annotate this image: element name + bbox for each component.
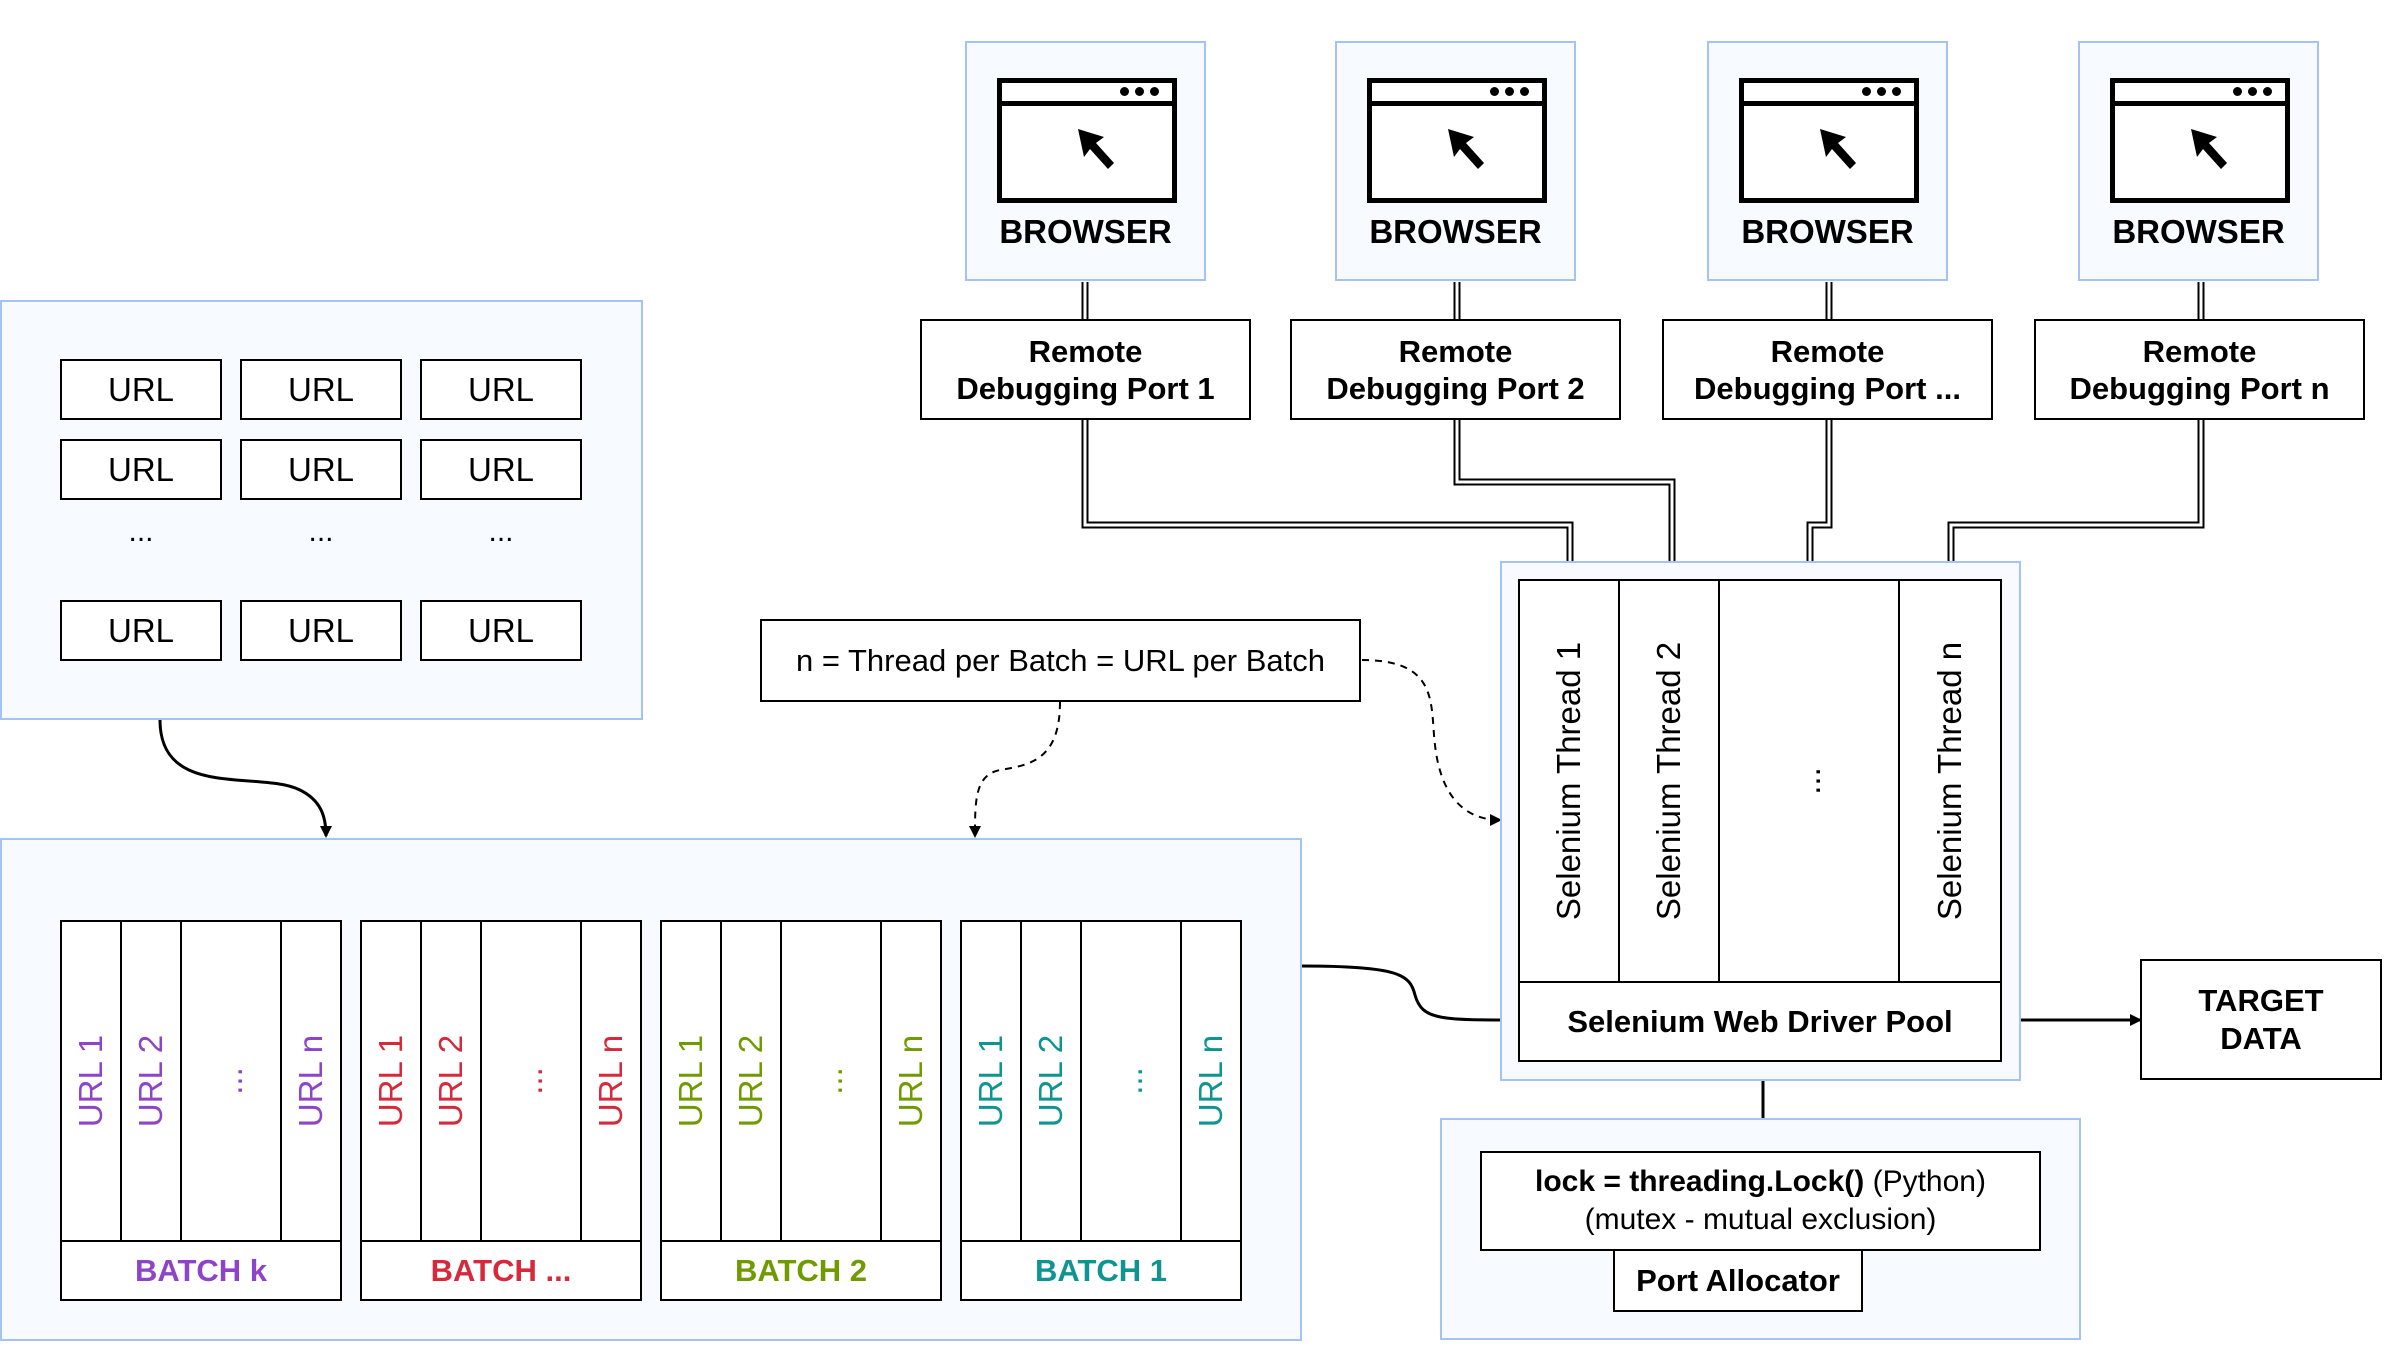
- browser-label: BROWSER: [999, 213, 1172, 250]
- batch-url-column: ...: [1082, 922, 1182, 1240]
- selenium-thread: Selenium Thread 2: [1620, 581, 1720, 981]
- target-data: TARGET DATA: [2140, 959, 2382, 1080]
- cursor-arrow-icon: [2191, 129, 2227, 169]
- remote-debugging-port-1: Remote Debugging Port 1: [920, 319, 1251, 420]
- pool-title: Selenium Web Driver Pool: [1520, 981, 2000, 1060]
- url-cell: URL: [60, 359, 222, 420]
- remote-debugging-port-3: Remote Debugging Port ...: [1662, 319, 1993, 420]
- url-cell: URL: [60, 600, 222, 661]
- batch-url-column: URL 2: [122, 922, 182, 1240]
- lock-code: lock = threading.Lock(): [1535, 1165, 1865, 1198]
- batch-url-column: URL 2: [722, 922, 782, 1240]
- batch-name: BATCH ...: [362, 1240, 640, 1299]
- browser-window-icon: [997, 78, 1177, 203]
- batch-url-column: ...: [782, 922, 882, 1240]
- browser-1: BROWSER: [965, 41, 1206, 281]
- batch-url-column: URL 1: [962, 922, 1022, 1240]
- batch-url-column: URL n: [592, 1034, 630, 1128]
- url-ellipsis: ...: [128, 515, 154, 548]
- batch-url-column: URL 2: [1022, 922, 1082, 1240]
- browser-3: BROWSER: [1707, 41, 1948, 281]
- cursor-arrow-icon: [1078, 129, 1114, 169]
- arrow-urls-to-batches: [158, 719, 332, 838]
- lock-lang: (Python): [1864, 1165, 1986, 1198]
- remote-debugging-port-4: Remote Debugging Port n: [2034, 319, 2365, 420]
- url-cell: URL: [420, 359, 582, 420]
- browser-window-icon: [1367, 78, 1547, 203]
- browser-4: BROWSER: [2078, 41, 2319, 281]
- url-cell: URL: [240, 359, 402, 420]
- mutex-text: (mutex - mutual exclusion): [1584, 1203, 1937, 1236]
- batch-name: BATCH k: [62, 1240, 340, 1299]
- url-cell: URL: [240, 600, 402, 661]
- arrow-note-to-batches: [969, 701, 1061, 838]
- port-allocator: Port Allocator: [1613, 1249, 1863, 1312]
- batch-url-column: URL n: [1192, 1034, 1230, 1128]
- batch-url-column: URL 1: [62, 922, 122, 1240]
- browser-window-icon: [1739, 78, 1919, 203]
- selenium-thread: Selenium Thread n: [1931, 641, 1969, 921]
- batch-url-column: URL 2: [422, 922, 482, 1240]
- selenium-thread: Selenium Thread 1: [1520, 581, 1620, 981]
- batch-url-column: ...: [482, 922, 582, 1240]
- selenium-thread: ...: [1720, 581, 1900, 981]
- url-cell: URL: [420, 439, 582, 500]
- batch-url-column: URL 1: [662, 922, 722, 1240]
- remote-debugging-port-2: Remote Debugging Port 2: [1290, 319, 1621, 420]
- url-cell: URL: [240, 439, 402, 500]
- batch-name: BATCH 2: [662, 1240, 940, 1299]
- batch-url-column: ...: [182, 922, 282, 1240]
- batch-url-column: URL n: [892, 1034, 930, 1128]
- url-cell: URL: [60, 439, 222, 500]
- browser-2: BROWSER: [1335, 41, 1576, 281]
- browser-label: BROWSER: [1369, 213, 1542, 250]
- url-cell: URL: [420, 600, 582, 661]
- cursor-arrow-icon: [1448, 129, 1484, 169]
- arrow-batches-to-pool: [1301, 964, 1520, 1026]
- browser-label: BROWSER: [1741, 213, 1914, 250]
- url-ellipsis: ...: [308, 515, 334, 548]
- cursor-arrow-icon: [1820, 129, 1856, 169]
- url-ellipsis: ...: [488, 515, 514, 548]
- mutex-lock: lock = threading.Lock() (Python) (mutex …: [1480, 1151, 2041, 1251]
- batch-url-column: URL n: [292, 1034, 330, 1128]
- note-text: n = Thread per Batch = URL per Batch: [795, 642, 1326, 678]
- browser-label: BROWSER: [2112, 213, 2285, 250]
- browser-window-icon: [2110, 78, 2290, 203]
- batch-url-column: URL 1: [362, 922, 422, 1240]
- batch-name: BATCH 1: [962, 1240, 1240, 1299]
- arrow-note-to-pool: [1361, 659, 1502, 826]
- batch-size-note: n = Thread per Batch = URL per Batch: [760, 619, 1361, 702]
